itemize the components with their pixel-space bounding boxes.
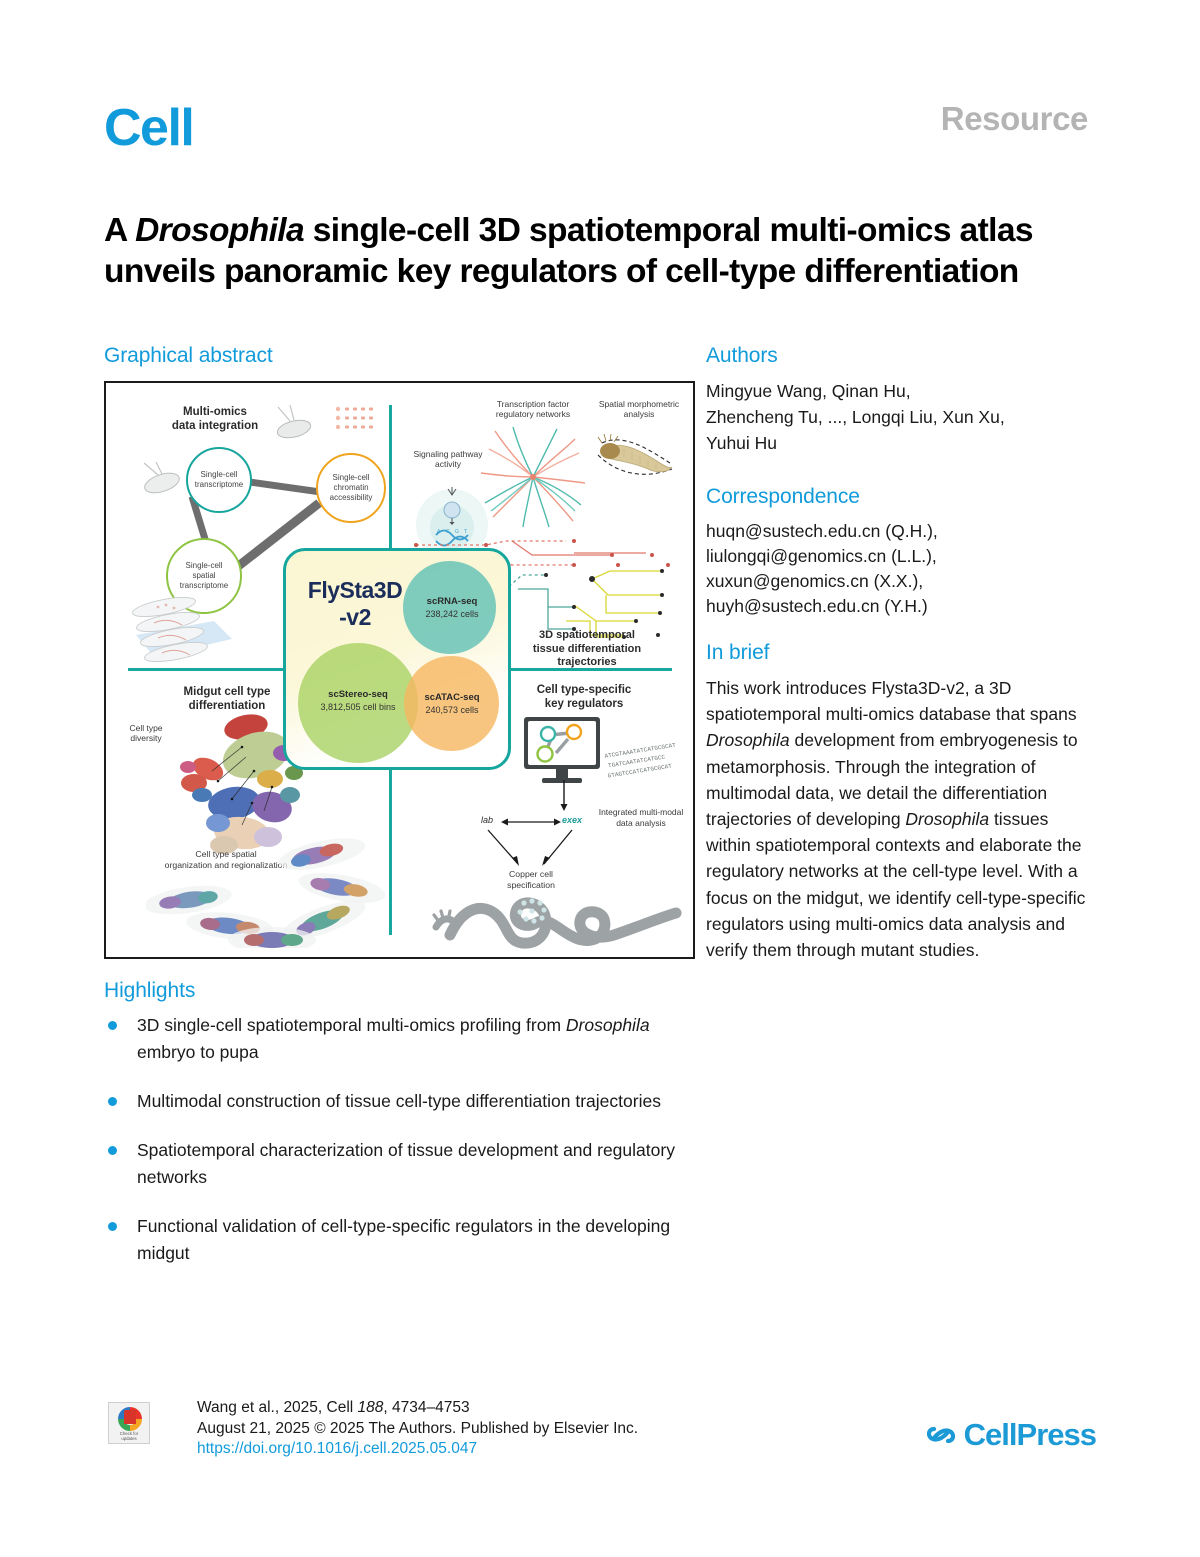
gene-label-lab: lab [480, 815, 493, 825]
title-part-2: single-cell 3D spatiotemporal multi-omic… [104, 212, 1034, 291]
chromatin-reads-icon [335, 406, 373, 430]
citation-pages: , 4734–4753 [383, 1399, 470, 1416]
highlights-heading: Highlights [104, 979, 196, 1002]
highlight-text-post: embryo to pupa [137, 1042, 259, 1062]
highlight-text-italic: Drosophila [565, 1015, 650, 1035]
midgut-specimens-icon [146, 838, 386, 948]
authors-heading: Authors [706, 344, 778, 367]
graphical-abstract-heading: Graphical abstract [104, 344, 273, 367]
fly-silhouette-icon [143, 461, 180, 494]
bullet-icon [108, 1222, 117, 1231]
gene-interaction-diagram [487, 780, 573, 866]
in-brief-seg-1: This work introduces Flysta3D-v2, a 3D s… [706, 678, 1077, 725]
node-link [245, 478, 320, 496]
sequence-snippet-icon: ATCGTAAATATCATGCGCAT TGATCAATATCATGCC GT… [604, 743, 677, 780]
gene-label-exex: exex [561, 815, 583, 825]
cellpress-wordmark: CellPress [963, 1417, 1097, 1452]
page-title: A Drosophila single-cell 3D spatiotempor… [104, 210, 1094, 292]
bullet-icon [108, 1146, 117, 1155]
fly-silhouette-icon [276, 404, 312, 439]
crossmark-label: Check for updates [119, 1431, 139, 1441]
citation-pre: Wang et al., 2025, Cell [197, 1399, 358, 1416]
list-item: Multimodal construction of tissue cell-t… [104, 1088, 684, 1115]
database-name: FlySta3D-v2 [307, 577, 403, 630]
cellpress-logo: CellPress [925, 1417, 1097, 1452]
article-type-label: Resource [940, 100, 1089, 137]
doi-link[interactable]: https://doi.org/10.1016/j.cell.2025.05.0… [197, 1440, 478, 1457]
in-brief-seg-2: development from embryogenesis to metamo… [706, 730, 1078, 830]
citation-block: Wang et al., 2025, Cell 188, 4734–4753 A… [197, 1398, 638, 1460]
list-item: Functional validation of cell-type-speci… [104, 1213, 684, 1267]
midgut-anatomy-icon [432, 897, 682, 949]
in-brief-text: This work introduces Flysta3D-v2, a 3D s… [706, 675, 1088, 963]
citation-volume: 188 [357, 1399, 384, 1416]
page-header: Cell Resource [104, 100, 1088, 175]
highlight-text-pre: Spatiotemporal characterization of tissu… [137, 1140, 675, 1187]
highlight-text-pre: 3D single-cell spatiotemporal multi-omic… [137, 1015, 566, 1035]
crossmark-shield-icon [124, 1410, 136, 1424]
larva-morphometry-icon [597, 433, 673, 475]
crossmark-badge[interactable]: Check for updates [108, 1402, 150, 1444]
title-part-1: A [104, 212, 136, 250]
correspondence-heading: Correspondence [706, 485, 860, 508]
authors-list: Mingyue Wang, Qinan Hu, Zhencheng Tu, ..… [706, 381, 1005, 453]
svg-text:T: T [464, 529, 467, 535]
venn-circle-scatac [404, 656, 499, 751]
correspondence-emails: huqn@sustech.edu.cn (Q.H.), liulongqi@ge… [706, 521, 938, 616]
citation-line-2: August 21, 2025 © 2025 The Authors. Publ… [197, 1419, 639, 1437]
highlight-text-pre: Functional validation of cell-type-speci… [137, 1216, 671, 1263]
in-brief-italic-1: Drosophila [706, 730, 790, 751]
cellpress-mark-icon [926, 1426, 955, 1443]
journal-logo: Cell [104, 99, 195, 157]
venn-circle-scrna [403, 561, 496, 654]
highlight-text-pre: Multimodal construction of tissue cell-t… [137, 1091, 661, 1111]
highlights-list: 3D single-cell spatiotemporal multi-omic… [104, 1012, 684, 1289]
list-item: 3D single-cell spatiotemporal multi-omic… [104, 1012, 684, 1066]
spatial-slices-icon [132, 596, 232, 663]
list-item: Spatiotemporal characterization of tissu… [104, 1137, 684, 1191]
citation-line-1: Wang et al., 2025, Cell 188, 4734–4753 [197, 1398, 638, 1419]
venn-circle-scstereo [298, 643, 418, 763]
in-brief-italic-2: Drosophila [905, 809, 990, 830]
svg-text:C: C [446, 529, 450, 535]
title-italic-genus: Drosophila [135, 212, 305, 250]
in-brief-heading: In brief [706, 641, 770, 664]
in-brief-seg-3: tissues within spatiotemporal contexts a… [706, 809, 1086, 961]
svg-text:G: G [455, 529, 459, 535]
umap-cluster-icon [180, 714, 303, 854]
bullet-icon [108, 1021, 117, 1030]
bullet-icon [108, 1097, 117, 1106]
svg-text:A: A [437, 529, 441, 535]
monitor-network-icon [524, 717, 600, 783]
tf-network-starburst-icon [480, 426, 586, 528]
